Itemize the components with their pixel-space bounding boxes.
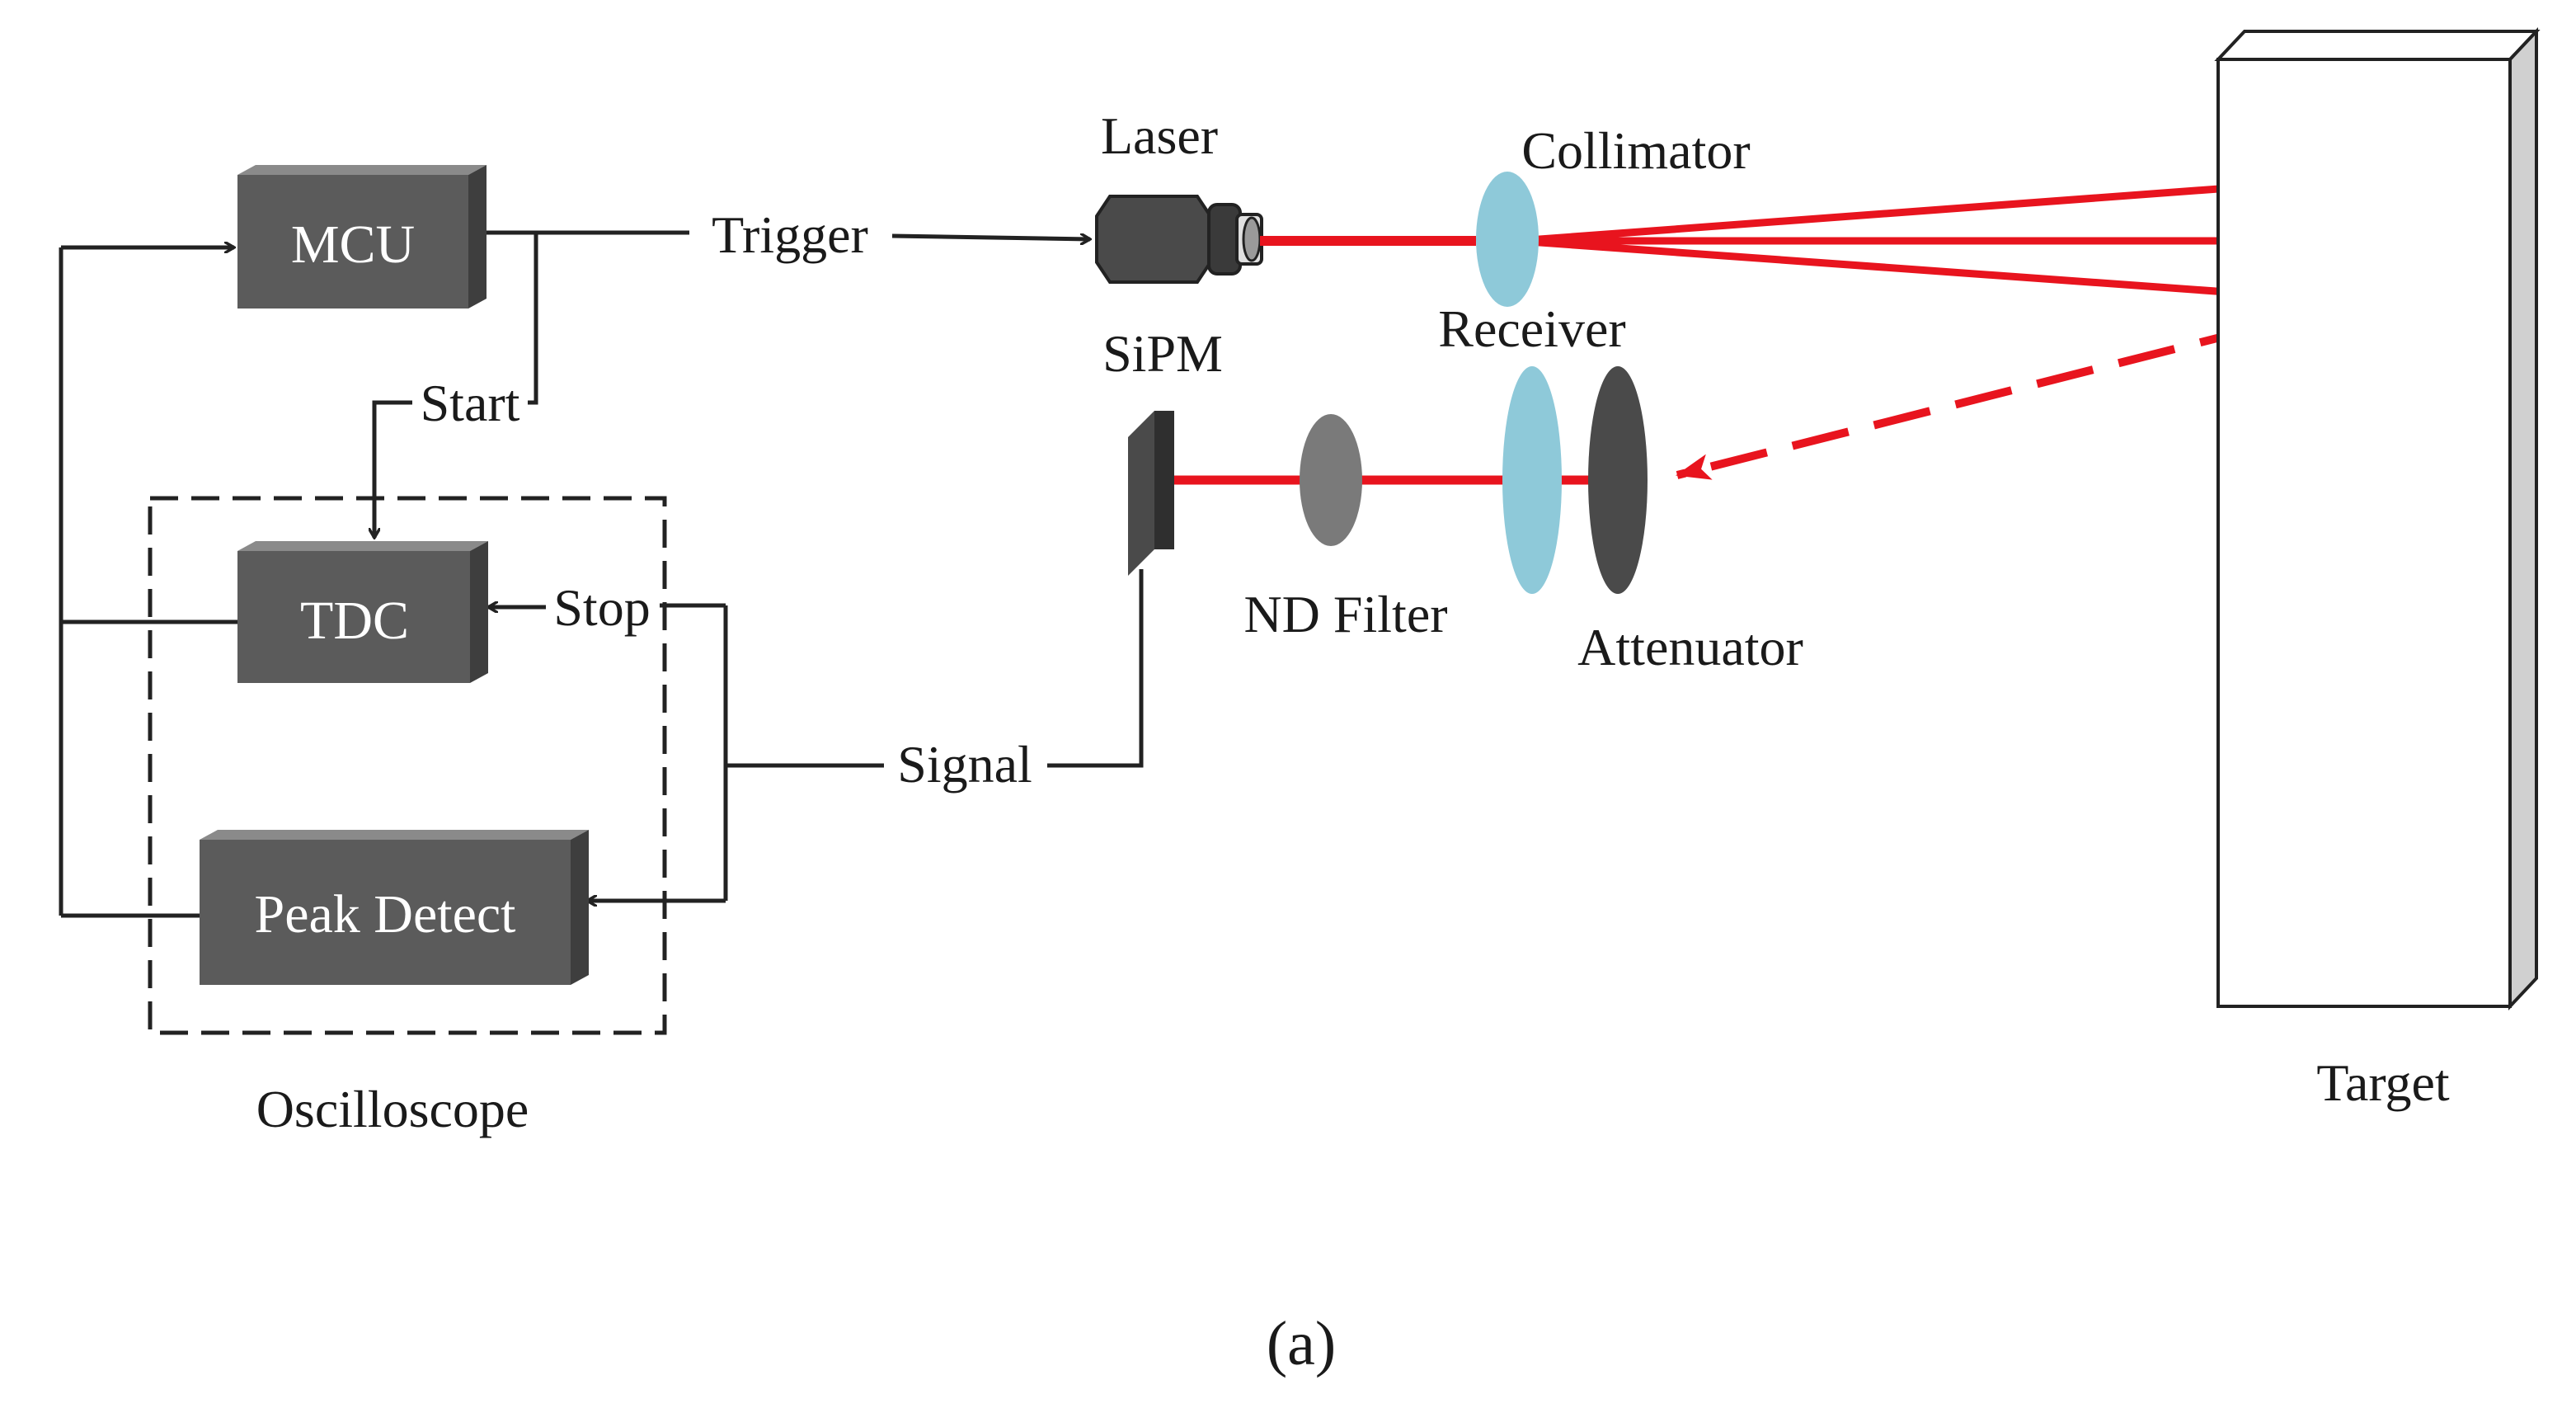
sipm-label: SiPM (1102, 324, 1223, 383)
mcu-block-side (468, 165, 487, 309)
signal-wire-from-sipm (1047, 569, 1144, 768)
target-panel (2214, 26, 2541, 1011)
mcu-block-top (237, 165, 487, 175)
collimator-lens (1476, 172, 1539, 307)
receiver-label: Receiver (1438, 299, 1625, 358)
tdc-block-top (237, 541, 488, 551)
oscilloscope-group-box (148, 496, 667, 1035)
peak-detect-block-side (571, 830, 589, 985)
stop-label: Stop (553, 578, 650, 637)
mcu-label: MCU (291, 214, 415, 275)
trigger-wire-b (891, 236, 1090, 239)
nd-filter-element (1300, 414, 1362, 546)
trigger-label: Trigger (712, 205, 868, 264)
reflected-beam (1676, 324, 2258, 480)
receiver-lens (1502, 366, 1562, 594)
mcu-block-face (237, 175, 468, 309)
start-wire-upper (528, 233, 538, 405)
attenuator-element (1588, 366, 1648, 594)
oscilloscope-label: Oscilloscope (256, 1080, 529, 1138)
peak-detect-label: Peak Detect (254, 884, 515, 944)
sipm-detector (1128, 411, 1174, 576)
nd-filter-label: ND Filter (1243, 585, 1447, 643)
laser-aperture (1242, 216, 1262, 262)
beam-upper (1516, 170, 2320, 245)
laser-emitter (1095, 195, 1263, 284)
figure-caption: (a) (1267, 1309, 1336, 1378)
signal-label: Signal (897, 735, 1032, 794)
beam-lower (1516, 237, 2320, 310)
mcu-block: MCU (237, 165, 487, 309)
sipm-face (1128, 411, 1154, 576)
laser-body (1095, 195, 1212, 284)
peak-detect-block-face (200, 840, 571, 985)
sipm-side (1154, 411, 1174, 549)
collimator-label: Collimator (1521, 121, 1750, 180)
attenuator-label: Attenuator (1577, 618, 1803, 676)
laser-label: Laser (1101, 106, 1218, 165)
target-label: Target (2316, 1053, 2450, 1112)
peak-detect-block: Peak Detect (200, 830, 589, 985)
target-side (2508, 26, 2538, 1011)
start-label: Start (421, 374, 520, 432)
start-wire-lower (374, 400, 412, 538)
peak-detect-block-top (200, 830, 589, 840)
tdc-block-side (470, 541, 488, 683)
target-top (2214, 30, 2541, 61)
control-wiring (59, 230, 1144, 918)
target-face (2216, 58, 2512, 1008)
tdc-block: TDC (237, 541, 488, 683)
tdc-label: TDC (300, 591, 409, 651)
outgoing-laser-beam (1260, 170, 2320, 310)
tdc-block-face (237, 551, 470, 683)
